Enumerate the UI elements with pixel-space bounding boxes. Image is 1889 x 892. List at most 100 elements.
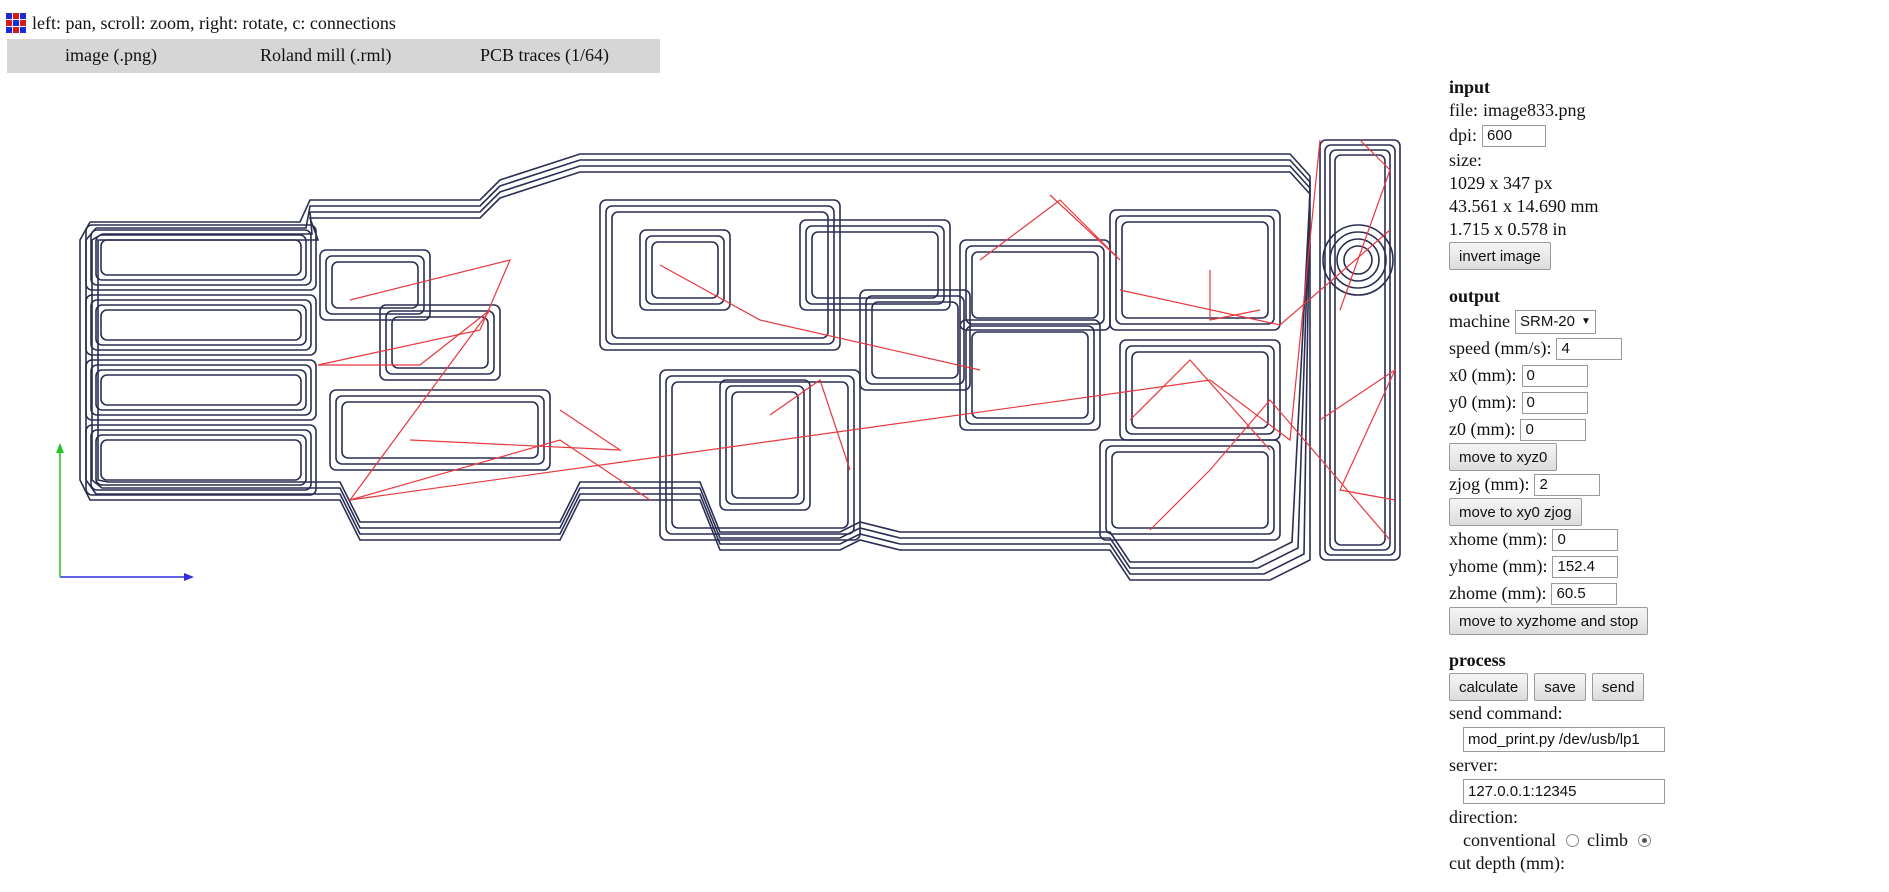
zhome-input[interactable] (1551, 582, 1618, 605)
control-panel: input file: image833.png dpi: size: 1029… (1449, 76, 1879, 874)
toolpath-loop (1343, 245, 1373, 275)
xhome-input[interactable] (1552, 528, 1619, 551)
file-label: file: (1449, 100, 1478, 120)
toolpath-loop (100, 239, 302, 276)
z0-input[interactable] (1520, 418, 1587, 441)
calculate-button[interactable]: calculate (1449, 673, 1529, 701)
send-command-input[interactable] (1463, 726, 1665, 752)
machine-select[interactable]: SRM-20 ▼ (1514, 309, 1596, 334)
toolpath-loop (391, 316, 489, 369)
toolpath-loop (1336, 238, 1380, 282)
toolpath-loop (85, 359, 317, 421)
toolpath-loop (90, 229, 312, 286)
cut-depth-label: cut depth (mm): (1449, 852, 1565, 873)
dpi-input[interactable] (1482, 124, 1547, 147)
zjog-input[interactable] (1534, 473, 1601, 496)
climb-radio[interactable] (1637, 833, 1651, 847)
zjog-label: zjog (mm): (1449, 474, 1530, 494)
rapid-move-line (1209, 270, 1261, 321)
toolpath-loop (965, 325, 1095, 425)
toolpath-loop (100, 309, 302, 341)
output-title: output (1449, 286, 1501, 306)
rapid-move-line (349, 139, 1321, 501)
process-title: process (1449, 650, 1506, 670)
view-axes (56, 443, 194, 581)
toolpath-loop (971, 251, 1099, 319)
dropdown-arrow-icon: ▼ (1581, 316, 1591, 327)
y0-input[interactable] (1521, 391, 1588, 414)
move-to-xyz0-button[interactable]: move to xyz0 (1449, 443, 1558, 471)
climb-label: climb (1586, 829, 1628, 850)
toolpath-loop (719, 379, 811, 511)
rapid-move-line (349, 439, 651, 501)
toolpath-loop (95, 369, 307, 411)
toolpath-loop (90, 429, 312, 491)
toolpath-loop (90, 364, 312, 416)
toolpath-loop (85, 224, 317, 291)
toolpath-outline (79, 153, 1311, 581)
toolpath-outline (85, 159, 1311, 575)
toolpath-loop (959, 239, 1111, 331)
toolpath-loop (659, 369, 861, 541)
toolpath-svg (56, 139, 1401, 581)
toolpath-loop (100, 374, 302, 406)
toolpath-loop (1119, 339, 1281, 441)
speed-input[interactable] (1556, 337, 1623, 360)
server-input[interactable] (1463, 778, 1665, 804)
invert-image-button[interactable]: invert image (1449, 242, 1551, 270)
rapid-move-line (769, 379, 851, 471)
module-roland-mill-rml[interactable]: Roland mill (.rml) (260, 45, 392, 65)
conventional-radio[interactable] (1565, 833, 1579, 847)
toolpath-loop (599, 199, 841, 351)
zhome-label: zhome (mm): (1449, 583, 1547, 603)
toolpath-loop (95, 304, 307, 346)
rapid-move-line (979, 194, 1121, 261)
module-image-png[interactable]: image (.png) (65, 45, 157, 65)
xhome-label: xhome (mm): (1449, 529, 1548, 549)
toolpath-loop (1099, 439, 1281, 541)
toolpath-loop (1115, 215, 1275, 325)
size-px: 1029 x 347 px (1449, 173, 1553, 193)
save-button[interactable]: save (1534, 673, 1586, 701)
file-name: image833.png (1483, 100, 1586, 120)
toolpath-loop (379, 304, 501, 381)
dpi-label: dpi: (1449, 125, 1478, 145)
conventional-label: conventional (1463, 829, 1556, 850)
toolpath-loop (1111, 451, 1269, 529)
toolpath-loop (665, 375, 855, 535)
toolpath-loop (865, 295, 965, 385)
toolpath-loop (1105, 445, 1275, 535)
toolpath-loop (90, 299, 312, 351)
send-button[interactable]: send (1591, 673, 1645, 701)
toolpath-canvas[interactable] (0, 80, 1420, 680)
toolpath-loop (651, 241, 719, 299)
toolpath-loop (1125, 345, 1275, 435)
send-command-label: send command: (1449, 702, 1563, 723)
move-to-xyzhome-button[interactable]: move to xyzhome and stop (1449, 607, 1649, 635)
toolpath-loop (1329, 231, 1387, 289)
toolpath-outline (91, 165, 1311, 569)
toolpath-loop (100, 439, 302, 481)
move-to-xy0-zjog-button[interactable]: move to xy0 zjog (1449, 498, 1582, 526)
toolpath-loop (971, 331, 1089, 419)
rapid-move-line (659, 264, 981, 371)
toolpath-loop (859, 289, 971, 391)
toolpath-loop (95, 434, 307, 486)
toolpath-loop (811, 231, 939, 299)
toolpath-loop (645, 235, 725, 305)
toolpath-loop (611, 211, 829, 339)
size-in: 1.715 x 0.578 in (1449, 219, 1567, 239)
x0-input[interactable] (1521, 364, 1588, 387)
rapid-move-line (1129, 359, 1271, 451)
y0-label: y0 (mm): (1449, 392, 1517, 412)
toolpath-loop (639, 229, 731, 311)
help-text: left: pan, scroll: zoom, right: rotate, … (32, 12, 396, 33)
rapid-move-line (1149, 399, 1391, 541)
rapid-move-line (317, 259, 512, 366)
toolpath-loop (335, 395, 545, 465)
toolpath-loop (329, 389, 551, 471)
toolpath-loop (805, 225, 945, 305)
module-pcb-traces[interactable]: PCB traces (1/64) (480, 45, 609, 65)
toolpath-loop (341, 401, 539, 459)
yhome-input[interactable] (1552, 555, 1619, 578)
